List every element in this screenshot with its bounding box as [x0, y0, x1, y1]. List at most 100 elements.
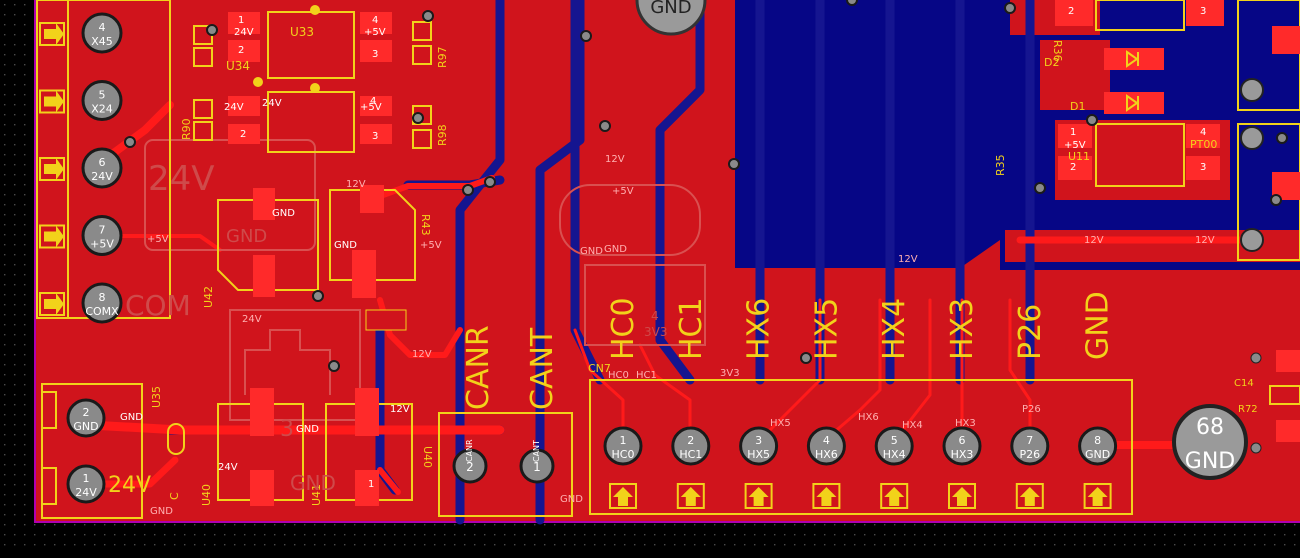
r97-pad-b[interactable]: [412, 45, 432, 65]
resistors-top[interactable]: R97 R98 R90: [180, 21, 449, 149]
via: [1270, 194, 1282, 206]
u33-pad-3[interactable]: [360, 40, 392, 62]
u42-outline-a: [217, 199, 319, 291]
left-connector-tab-7: [39, 224, 65, 249]
can-connector-outline: [438, 412, 573, 517]
left-connector-pin-7[interactable]: 7+5V: [81, 215, 123, 256]
u33-pad-2[interactable]: [228, 40, 260, 62]
optocoupler-u-second[interactable]: 2 4 3 24V +5V 24V: [224, 83, 392, 153]
right-via-b[interactable]: [1240, 126, 1264, 150]
d1-body[interactable]: [1104, 92, 1164, 114]
header-label-hx6: HX6: [742, 298, 777, 360]
net-label-hc0: HC0: [608, 370, 629, 381]
u42-ghost-gnd: GND: [226, 226, 267, 247]
opto2-pad-3[interactable]: [360, 124, 392, 144]
opto2-pad-1[interactable]: [228, 96, 260, 116]
u41-ref: U41: [310, 484, 323, 506]
small-ic[interactable]: [365, 309, 407, 331]
r72-pad[interactable]: [1276, 420, 1300, 442]
u33-pad-1[interactable]: [228, 12, 260, 34]
optocoupler-u33[interactable]: 1 2 4 3 24V +5V U33 U34: [226, 5, 392, 87]
power-connector-pin-2-net: GND: [73, 420, 98, 433]
c14-r72-region[interactable]: C14 R72: [1234, 350, 1300, 454]
r43-pad[interactable]: [360, 185, 384, 213]
regulator-u40[interactable]: U40 24V 3: [200, 388, 304, 506]
u41-pad-bottom[interactable]: [355, 470, 379, 506]
pt00-ref: PT00: [1190, 138, 1217, 151]
top-gnd-pad[interactable]: GND: [635, 0, 707, 36]
net-label-gnd-d: GND: [560, 494, 583, 505]
u11-pad-3[interactable]: [1186, 156, 1220, 180]
right-via-c[interactable]: [1240, 78, 1264, 102]
header-label-hc1: HC1: [674, 297, 709, 360]
right-edge-pad-a[interactable]: [1272, 26, 1300, 54]
cap-c-small[interactable]: [167, 423, 185, 455]
u11-pad-2[interactable]: [1058, 156, 1092, 180]
opto2-pad-4[interactable]: [360, 96, 392, 116]
u42-region[interactable]: GND GND GND U42 R43 +5V 12V: [202, 179, 442, 331]
c14-pad[interactable]: [1276, 350, 1300, 372]
mount-hole-68[interactable]: 68 GND: [1172, 404, 1248, 480]
left-connector-pin-6-num: 6: [99, 156, 106, 169]
r97-pad-a[interactable]: [412, 21, 432, 41]
via: [462, 184, 474, 196]
top-ic-pad-2[interactable]: [1055, 0, 1093, 26]
trace-p26: [1008, 298, 1032, 442]
u40-pad-top[interactable]: [250, 388, 274, 436]
r-top-pad-b[interactable]: [193, 47, 213, 67]
top-ic-pad-3[interactable]: [1186, 0, 1224, 26]
regulator-u41[interactable]: U41 U40 GND 12V 1 GND: [290, 388, 434, 506]
d2-body[interactable]: [1104, 48, 1164, 70]
net-label-12v-a: 12V: [605, 154, 625, 165]
right-via-12v[interactable]: [1240, 228, 1264, 252]
u40-pad-bottom[interactable]: [250, 470, 274, 506]
r90-pad-a[interactable]: [193, 99, 213, 119]
u42-pad-top[interactable]: [253, 188, 275, 220]
r98-pad-b[interactable]: [412, 129, 432, 149]
ghost-silk-outlines: [144, 139, 706, 421]
u40-24v-label: 24V: [218, 462, 238, 473]
power-connector-big-label: 24V: [108, 473, 151, 498]
u33-pad-4[interactable]: [360, 12, 392, 34]
u11-pad-1[interactable]: [1058, 124, 1092, 148]
ghost-3v3-pad: 4 3V3: [644, 309, 667, 339]
opto2-pad-2[interactable]: [228, 124, 260, 144]
via: [312, 290, 324, 302]
r90-pad-b[interactable]: [193, 121, 213, 141]
u42-pad-bottom[interactable]: [253, 255, 275, 297]
u11-pin4: 4: [1200, 127, 1206, 138]
u33-pin2-label: 2: [238, 45, 244, 56]
u11-pad-4[interactable]: [1186, 124, 1220, 148]
c14-ref: C14: [1234, 378, 1254, 389]
header-tab-2: [676, 483, 705, 509]
diodes-region[interactable]: 2 3 D2 D1 R36 R35 1 +5V 2 4 3 U11 PT00 1…: [898, 0, 1300, 265]
top-gnd-pad-label: GND: [650, 0, 691, 18]
u41-pad-top[interactable]: [355, 388, 379, 436]
u42-pad-right[interactable]: [352, 250, 376, 298]
power-connector-pin-1-num: 1: [83, 472, 90, 485]
via: [484, 176, 496, 188]
d2-symbol: [1126, 50, 1139, 68]
u40-ref-b: U40: [421, 446, 434, 468]
